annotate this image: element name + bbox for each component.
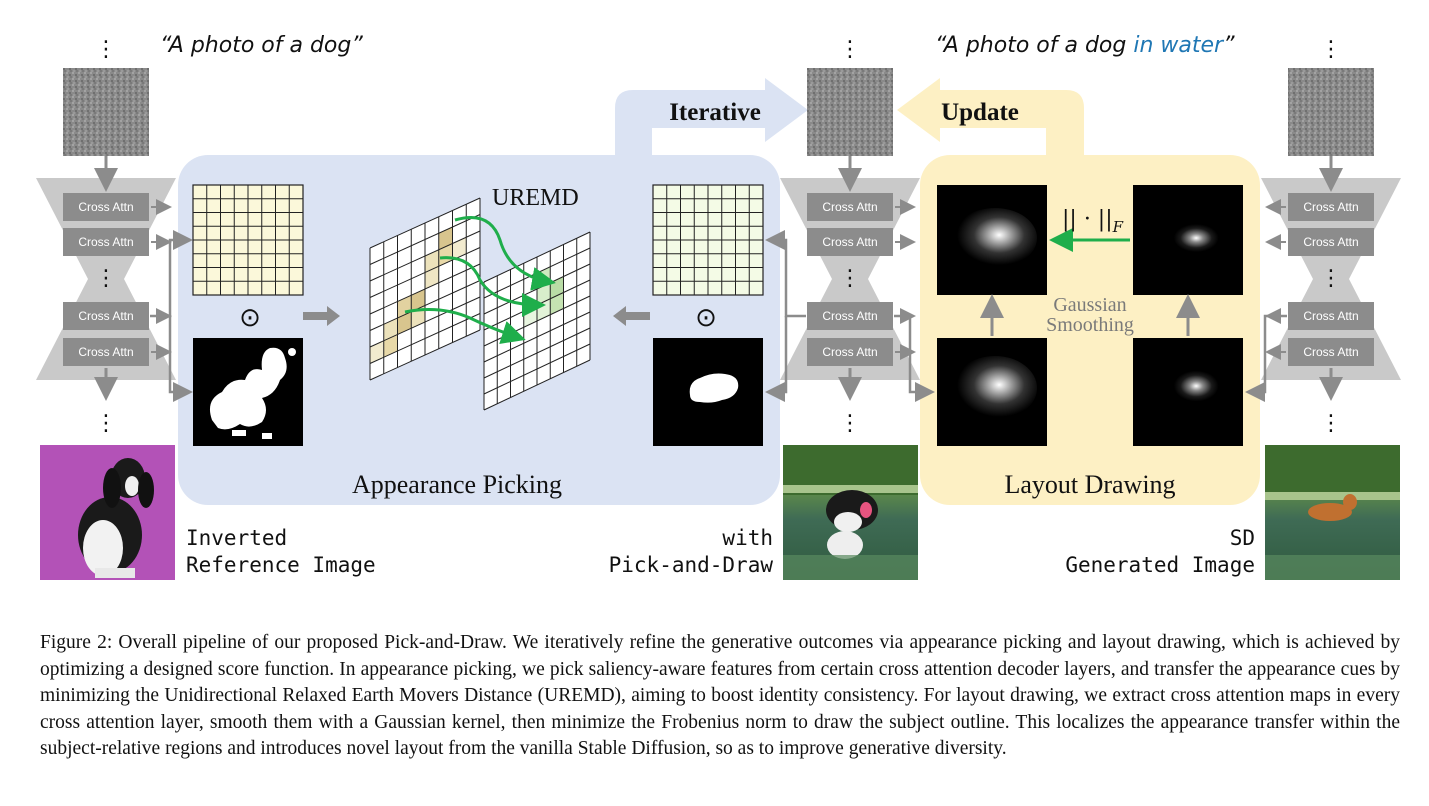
pick-and-draw-image [783, 445, 918, 580]
layout-drawing-title: Layout Drawing [1004, 470, 1175, 499]
prompt-right: “A photo of a dog in water” [935, 33, 1235, 58]
attention-map-br [1133, 338, 1243, 446]
update-arrow [897, 78, 1084, 160]
with-label-1: with [722, 526, 773, 550]
cross-attn-label: Cross Attn [1303, 345, 1358, 359]
attention-map-tr [1133, 185, 1243, 295]
uremd-grids [369, 197, 591, 411]
cross-attn-block [1288, 338, 1374, 366]
cross-attn-label: Cross Attn [822, 235, 877, 249]
cross-attn-block [1288, 228, 1374, 256]
sd-label-2: Generated Image [1065, 553, 1255, 577]
cross-attn-block [807, 338, 893, 366]
cross-attn-block [1288, 193, 1374, 221]
uremd-label: UREMD [492, 185, 579, 211]
cross-attn-label: Cross Attn [78, 309, 133, 323]
sd-label-1: SD [1230, 526, 1255, 550]
ellipsis-top: ⋮ [839, 37, 861, 62]
cross-attn-block [63, 193, 149, 221]
iterative-label: Iterative [669, 99, 761, 126]
cross-attn-block [807, 193, 893, 221]
cross-attn-label: Cross Attn [822, 200, 877, 214]
noise-latent [63, 68, 149, 156]
reference-image [40, 445, 175, 580]
cross-attn-label: Cross Attn [1303, 200, 1358, 214]
generated-feature-grid [652, 184, 764, 296]
reference-feature-grid [192, 184, 304, 296]
cross-attn-block [63, 228, 149, 256]
feature-arrow-left [613, 306, 650, 326]
noise-latent [1288, 68, 1374, 156]
ellipsis-middle: ⋮ [1320, 266, 1342, 291]
sd-generated-image [1265, 445, 1400, 580]
attention-map-bl [937, 338, 1047, 446]
gaussian-label-2: Smoothing [1046, 314, 1134, 336]
inverted-label-1: Inverted [186, 526, 287, 550]
cross-attn-label: Cross Attn [78, 200, 133, 214]
cross-attn-label: Cross Attn [78, 345, 133, 359]
ellipsis-bottom: ⋮ [839, 411, 861, 436]
prompt-highlight: in water [1133, 33, 1225, 58]
with-label-2: Pick-and-Draw [609, 553, 774, 577]
cross-attn-label: Cross Attn [78, 235, 133, 249]
iterative-arrow [615, 78, 808, 160]
reference-mask [193, 338, 303, 446]
prompt-left: “A photo of a dog” [160, 33, 363, 58]
noise-latent [807, 68, 893, 156]
cross-attn-label: Cross Attn [1303, 235, 1358, 249]
appearance-picking-title: Appearance Picking [352, 470, 562, 499]
cross-attn-label: Cross Attn [822, 345, 877, 359]
inverted-label-2: Reference Image [186, 553, 376, 577]
frobenius-norm: || · ||F [1062, 207, 1124, 236]
cross-attn-block [807, 302, 893, 330]
ellipsis-bottom: ⋮ [95, 411, 117, 436]
odot-right: ⊙ [695, 303, 717, 333]
update-label: Update [941, 99, 1019, 126]
odot-left: ⊙ [239, 303, 261, 333]
figure-caption: Figure 2: Overall pipeline of our propos… [40, 632, 1400, 759]
ellipsis-bottom: ⋮ [1320, 411, 1342, 436]
gaussian-label-1: Gaussian [1053, 294, 1126, 316]
pipeline-figure: Iterative Update “A photo of a dog” “A p… [36, 33, 1401, 580]
ellipsis-top: ⋮ [1320, 37, 1342, 62]
cross-attn-label: Cross Attn [822, 309, 877, 323]
connectors [150, 230, 1287, 402]
cross-attn-block [807, 228, 893, 256]
cross-attn-label: Cross Attn [1303, 309, 1358, 323]
ellipsis-top: ⋮ [95, 37, 117, 62]
cross-attn-block [1288, 302, 1374, 330]
cross-attn-block [63, 302, 149, 330]
ellipsis-middle: ⋮ [839, 266, 861, 291]
cross-attn-block [63, 338, 149, 366]
attention-map-tl [937, 185, 1047, 295]
generated-mask [653, 338, 763, 446]
feature-arrow-right [303, 306, 340, 326]
ellipsis-middle: ⋮ [95, 266, 117, 291]
